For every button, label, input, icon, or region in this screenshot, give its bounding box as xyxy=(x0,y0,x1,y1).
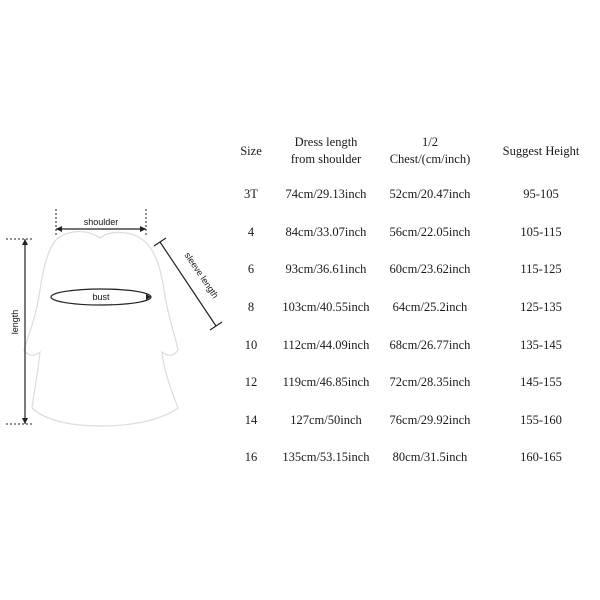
cell-size: 14 xyxy=(244,412,258,427)
cell-size: 12 xyxy=(244,375,258,390)
cell-half-chest: 60cm/23.62inch xyxy=(389,262,471,277)
table-row: 16 135cm/53.15inch 80cm/31.5inch 160-165 xyxy=(228,439,600,477)
cell-dress-length: 74cm/29.13inch xyxy=(285,187,367,202)
cell-suggest-height: 115-125 xyxy=(520,262,562,277)
dress-outline-icon xyxy=(23,231,179,427)
cell-dress-length: 84cm/33.07inch xyxy=(285,224,367,239)
dress-measurement-diagram: shoulder sleeve length bust length xyxy=(6,209,223,427)
cell-dress-length: 127cm/50inch xyxy=(290,412,362,427)
cell-half-chest: 52cm/20.47inch xyxy=(389,187,471,202)
cell-half-chest: 80cm/31.5inch xyxy=(392,450,468,465)
cell-suggest-height: 105-115 xyxy=(520,224,562,239)
table-row: 10 112cm/44.09inch 68cm/26.77inch 135-14… xyxy=(228,326,600,364)
cell-size: 8 xyxy=(247,300,255,315)
cell-dress-length: 135cm/53.15inch xyxy=(282,450,370,465)
size-chart-table: Size Dress length from shoulder 1/2 Ches… xyxy=(228,126,600,477)
cell-half-chest: 76cm/29.92inch xyxy=(389,412,471,427)
table-row: 6 93cm/36.61inch 60cm/23.62inch 115-125 xyxy=(228,251,600,289)
cell-dress-length: 93cm/36.61inch xyxy=(285,262,367,277)
cell-dress-length: 119cm/46.85inch xyxy=(282,375,370,390)
cell-half-chest: 64cm/25.2inch xyxy=(392,300,468,315)
cell-suggest-height: 125-135 xyxy=(520,300,562,315)
cell-half-chest: 68cm/26.77inch xyxy=(389,337,471,352)
cell-half-chest: 56cm/22.05inch xyxy=(389,224,471,239)
length-label: length xyxy=(10,310,20,335)
bust-label: bust xyxy=(92,292,110,302)
cell-size: 16 xyxy=(244,450,258,465)
cell-suggest-height: 135-145 xyxy=(520,337,562,352)
table-row: 4 84cm/33.07inch 56cm/22.05inch 105-115 xyxy=(228,214,600,252)
cell-half-chest: 72cm/28.35inch xyxy=(389,375,471,390)
length-measure: length xyxy=(6,238,33,425)
cell-suggest-height: 145-155 xyxy=(520,375,562,390)
cell-suggest-height: 160-165 xyxy=(520,450,562,465)
cell-size: 10 xyxy=(244,337,258,352)
cell-suggest-height: 155-160 xyxy=(520,412,562,427)
header-size: Size xyxy=(240,143,262,158)
table-row: 8 103cm/40.55inch 64cm/25.2inch 125-135 xyxy=(228,289,600,327)
table-row: 14 127cm/50inch 76cm/29.92inch 155-160 xyxy=(228,402,600,440)
table-row: 3T 74cm/29.13inch 52cm/20.47inch 95-105 xyxy=(228,176,600,214)
cell-dress-length: 112cm/44.09inch xyxy=(282,337,370,352)
cell-size: 4 xyxy=(247,224,255,239)
shoulder-label: shoulder xyxy=(84,217,119,227)
cell-size: 3T xyxy=(244,187,258,202)
sleeve-length-measure: sleeve length xyxy=(153,237,223,331)
cell-suggest-height: 95-105 xyxy=(523,187,559,202)
table-header-row: Size Dress length from shoulder 1/2 Ches… xyxy=(228,126,600,176)
table-row: 12 119cm/46.85inch 72cm/28.35inch 145-15… xyxy=(228,364,600,402)
header-dress-length: Dress length from shoulder xyxy=(290,135,362,166)
cell-dress-length: 103cm/40.55inch xyxy=(282,300,370,315)
cell-size: 6 xyxy=(247,262,255,277)
sleeve-length-label: sleeve length xyxy=(183,251,221,301)
bust-measure: bust xyxy=(50,288,152,306)
shoulder-measure: shoulder xyxy=(55,209,147,237)
header-suggest-height: Suggest Height xyxy=(502,143,580,158)
header-half-chest: 1/2 Chest/(cm/inch) xyxy=(389,135,471,166)
